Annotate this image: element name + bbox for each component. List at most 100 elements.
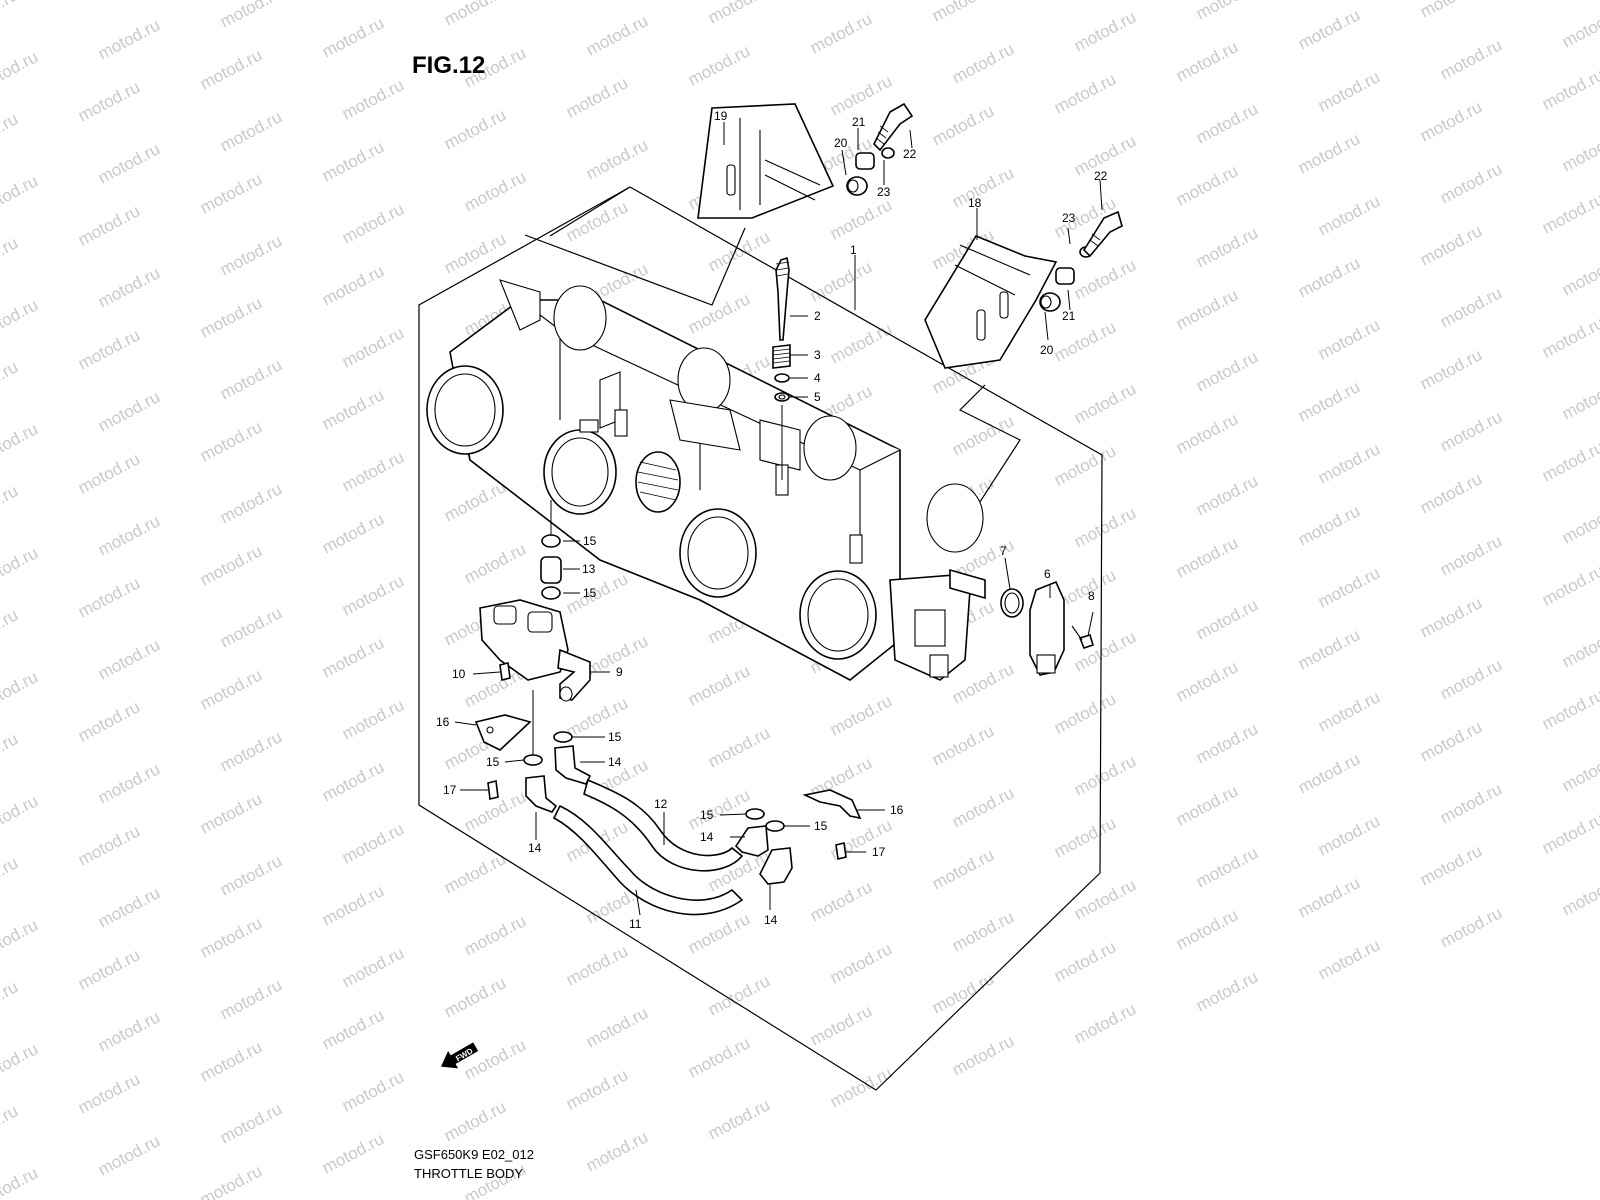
watermark-text: motod.ru <box>1417 345 1485 393</box>
watermark-text: motod.ru <box>1417 97 1485 145</box>
watermark-text: motod.ru <box>197 417 265 465</box>
watermark-text: motod.ru <box>441 0 509 30</box>
watermark-text: motod.ru <box>1315 811 1383 859</box>
part-19-bracket <box>697 103 835 219</box>
watermark-text: motod.ru <box>1295 873 1363 921</box>
watermark-text: motod.ru <box>1193 99 1261 147</box>
callout-19: 19 <box>714 109 728 123</box>
frame-link-left <box>549 186 631 237</box>
watermark-text: motod.ru <box>1193 0 1261 24</box>
watermark-text: motod.ru <box>0 47 41 95</box>
section-name: THROTTLE BODY <box>414 1166 524 1181</box>
watermark-text: motod.ru <box>949 411 1017 459</box>
assembly-frame <box>418 186 1103 1091</box>
watermark-text: motod.ru <box>563 73 631 121</box>
watermark-text: motod.ru <box>1051 441 1119 489</box>
watermark-text: motod.ru <box>197 1037 265 1085</box>
watermark-text: motod.ru <box>217 0 285 32</box>
watermark-text: motod.ru <box>0 791 41 839</box>
watermark-text: motod.ru <box>1539 437 1600 485</box>
figure-title: FIG.12 <box>412 52 486 79</box>
watermark-text: motod.ru <box>827 939 895 987</box>
watermark-text: motod.ru <box>949 659 1017 707</box>
callout-14c: 14 <box>700 830 714 844</box>
watermark-text: motod.ru <box>217 355 285 403</box>
part-22-bolt-a <box>873 102 914 152</box>
watermark-text: motod.ru <box>1315 315 1383 363</box>
watermark-text: motod.ru <box>197 665 265 713</box>
part-15-o-ring-c <box>553 731 573 743</box>
watermark-text: motod.ru <box>1559 127 1600 175</box>
callout-14b: 14 <box>528 841 542 855</box>
watermark-text: motod.ru <box>0 543 41 591</box>
watermark-text: motod.ru <box>1295 253 1363 301</box>
watermark-text: motod.ru <box>705 0 773 28</box>
watermark-text: motod.ru <box>1417 0 1485 22</box>
part-17-bolt-a <box>487 780 499 800</box>
callout-18: 18 <box>968 196 982 210</box>
watermark-text: motod.ru <box>319 261 387 309</box>
part-8-screw <box>1078 634 1094 649</box>
watermark-text: motod.ru <box>0 729 21 777</box>
watermark-text: motod.ru <box>319 633 387 681</box>
watermark-text: motod.ru <box>217 1099 285 1147</box>
watermark-text: motod.ru <box>319 137 387 185</box>
callout-17a: 17 <box>443 783 457 797</box>
callout-15b: 15 <box>583 586 597 600</box>
watermark-text: motod.ru <box>583 135 651 183</box>
watermark-text: motod.ru <box>75 1069 143 1117</box>
watermark-text: motod.ru <box>1539 809 1600 857</box>
watermark-text: motod.ru <box>583 1127 651 1175</box>
watermark-text: motod.ru <box>95 263 163 311</box>
watermark-text: motod.ru <box>705 1095 773 1143</box>
watermark-text: motod.ru <box>949 907 1017 955</box>
watermark-text: motod.ru <box>583 11 651 59</box>
watermark-text: motod.ru <box>1315 67 1383 115</box>
watermark-text: motod.ru <box>75 821 143 869</box>
callout-2: 2 <box>814 309 821 323</box>
watermark-text: motod.ru <box>1173 781 1241 829</box>
part-15-o-ring-d <box>523 754 543 766</box>
watermark-text: motod.ru <box>807 1001 875 1049</box>
watermark-text: motod.ru <box>1437 903 1505 951</box>
callout-21a: 21 <box>852 115 866 129</box>
watermark-text: motod.ru <box>217 975 285 1023</box>
watermark-text: motod.ru <box>0 109 21 157</box>
watermark-text: motod.ru <box>197 541 265 589</box>
watermark-text: motod.ru <box>1193 471 1261 519</box>
watermark-text: motod.ru <box>95 635 163 683</box>
throttle-pulley <box>635 451 681 513</box>
watermark-text: motod.ru <box>0 1101 21 1149</box>
watermark-text: motod.ru <box>1295 377 1363 425</box>
callout-14d: 14 <box>764 913 778 927</box>
idle-screw-set <box>772 256 791 402</box>
watermark-text: motod.ru <box>929 969 997 1017</box>
watermark-text: motod.ru <box>319 13 387 61</box>
watermark-text: motod.ru <box>1173 285 1241 333</box>
watermark-text: motod.ru <box>1071 379 1139 427</box>
watermark-text: motod.ru <box>1437 655 1505 703</box>
callout-13: 13 <box>582 562 596 576</box>
watermark-text: motod.ru <box>0 481 21 529</box>
callout-16b: 16 <box>890 803 904 817</box>
watermark-text: motod.ru <box>1173 533 1241 581</box>
watermark-text: motod.ru <box>949 39 1017 87</box>
bracket-18-guide <box>958 384 1021 526</box>
leader-lines <box>454 122 1103 916</box>
callout-23a: 23 <box>877 185 891 199</box>
part-15-o-ring-e <box>745 808 765 820</box>
watermark-text: motod.ru <box>1173 161 1241 209</box>
watermark-text: motod.ru <box>197 45 265 93</box>
watermark-text: motod.ru <box>75 201 143 249</box>
watermark-text: motod.ru <box>339 75 407 123</box>
watermark-text: motod.ru <box>1315 935 1383 983</box>
watermark-text: motod.ru <box>1193 223 1261 271</box>
callout-14a: 14 <box>608 755 622 769</box>
callout-labels: 1 2 3 4 5 6 7 8 9 10 11 12 13 14 14 14 1… <box>436 109 1108 931</box>
part-14-joint-b <box>525 775 558 813</box>
watermark-text: motod.ru <box>1417 593 1485 641</box>
watermark-text: motod.ru <box>1539 685 1600 733</box>
watermark-text: motod.ru <box>95 15 163 63</box>
watermark-text: motod.ru <box>1173 657 1241 705</box>
